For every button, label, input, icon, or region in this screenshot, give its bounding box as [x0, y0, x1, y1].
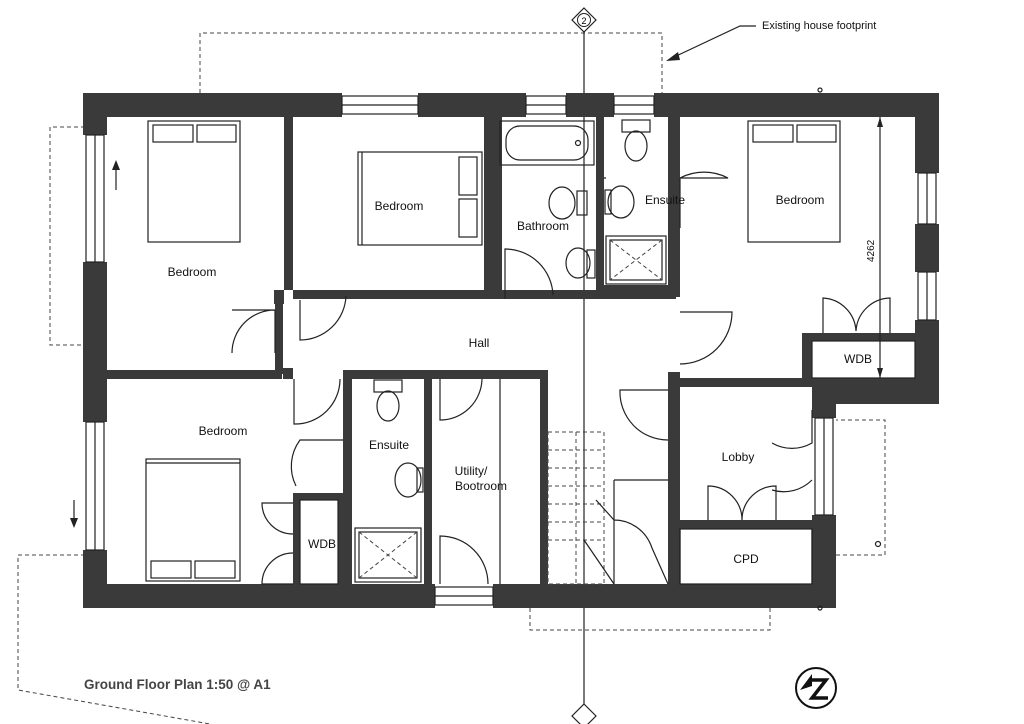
label-lobby: Lobby	[722, 450, 755, 464]
label-bathroom: Bathroom	[517, 219, 569, 233]
bed-n	[357, 151, 483, 246]
label-bedroom-ne: Bedroom	[776, 193, 825, 207]
label-cpd: CPD	[733, 552, 759, 566]
wdb-e-box	[811, 340, 916, 379]
cpd-box	[679, 528, 813, 585]
label-ensuite-n: Ensuite	[645, 193, 685, 207]
annotation-label: Existing house footprint	[762, 20, 876, 32]
ensuite-s-basin	[394, 462, 424, 498]
window-arrow-up-icon	[112, 160, 120, 190]
grid-marker-icon: 2	[571, 7, 597, 33]
bed-sw	[145, 458, 241, 582]
stairs	[547, 431, 669, 585]
grid-marker-label: 2	[581, 16, 586, 26]
survey-points	[817, 87, 882, 611]
window-arrow-down-icon	[70, 500, 78, 528]
windows	[85, 95, 937, 606]
existing-footprint	[17, 32, 886, 724]
ensuite-n-wc	[621, 119, 651, 162]
outer-walls	[83, 93, 939, 608]
bathroom-basin	[548, 186, 588, 220]
plan-title: Ground Floor Plan 1:50 @ A1	[84, 677, 271, 692]
north-arrow-icon	[795, 667, 837, 709]
label-hall: Hall	[469, 336, 490, 350]
ensuite-s-shower	[354, 527, 422, 583]
dimension-label: 4262	[866, 239, 877, 262]
label-bedroom-n: Bedroom	[375, 199, 424, 213]
ensuite-n-basin	[604, 185, 635, 219]
label-utility-line2: Bootroom	[455, 479, 507, 493]
label-bedroom-sw: Bedroom	[199, 424, 248, 438]
dimension-line: 4262	[866, 117, 883, 378]
ensuite-n-shower	[605, 235, 667, 285]
label-wdb-e: WDB	[844, 352, 872, 366]
label-wdb-s: WDB	[308, 537, 336, 551]
label-bedroom-nw: Bedroom	[168, 265, 217, 279]
grid-marker-bottom-icon	[571, 703, 597, 724]
footprint-annotation: Existing house footprint	[666, 20, 876, 61]
bed-nw	[147, 120, 241, 243]
bathroom-wc	[565, 247, 596, 279]
ensuite-s-wc	[373, 379, 403, 422]
label-ensuite-s: Ensuite	[369, 438, 409, 452]
interior-walls	[107, 117, 915, 584]
label-utility-line1: Utility/	[455, 464, 488, 478]
room-labels: Bedroom Bedroom Bathroom Ensuite Bedroom…	[168, 193, 872, 566]
bathtub	[499, 120, 595, 166]
bed-ne	[747, 120, 841, 243]
wdb-s-box	[299, 499, 339, 585]
